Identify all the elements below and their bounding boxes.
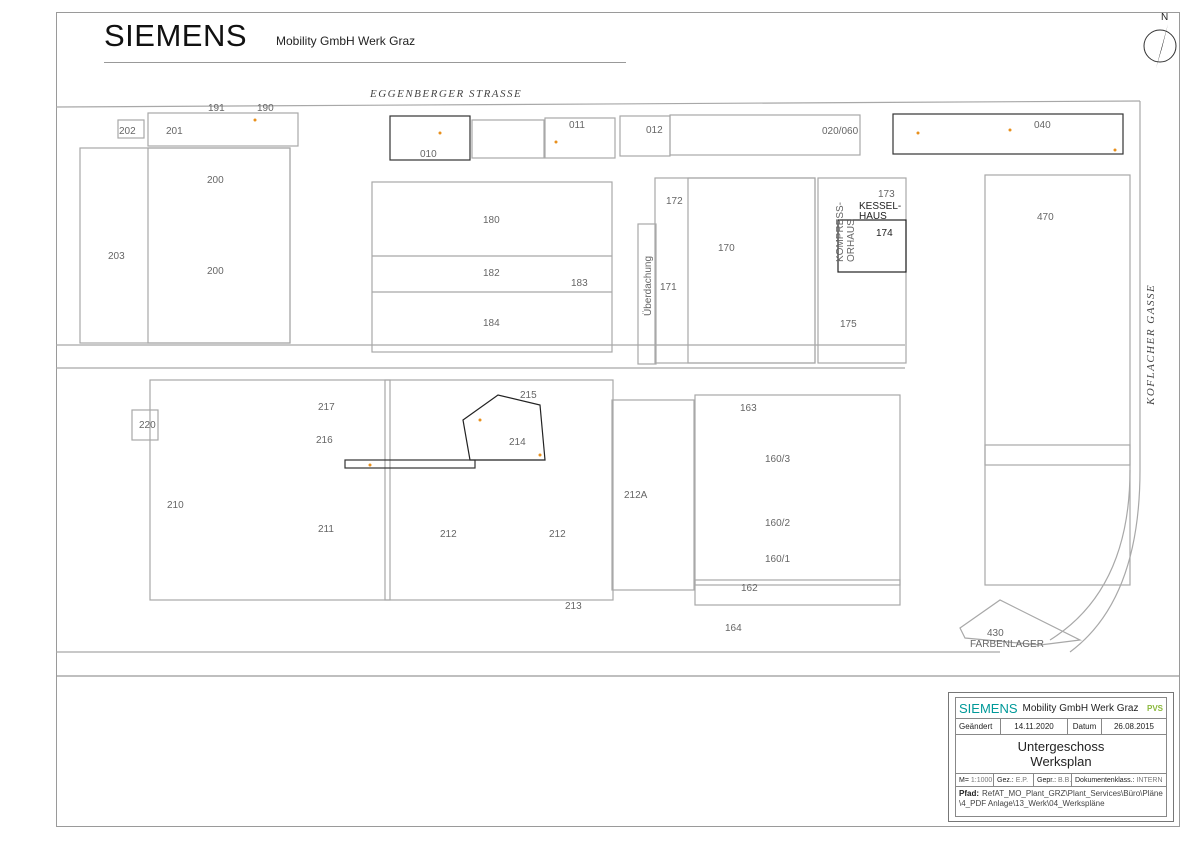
changed-label: Geändert [956, 719, 1001, 734]
building-label: 011 [569, 120, 585, 131]
building-label: 173 [878, 189, 895, 200]
building-label: 180 [483, 215, 500, 226]
title-block-meta: M= 1:1000 Gez.: E.P. Gepr.: B.B. Dokumen… [955, 773, 1167, 787]
building-label: 211 [318, 524, 334, 535]
building-labels: 202 201 191 190 010 011 012 020/060 040 … [108, 103, 1054, 650]
building-label: 200 [207, 266, 224, 277]
building-label: 182 [483, 268, 500, 279]
building-label: 212A [624, 490, 648, 501]
building-label: 213 [565, 601, 582, 612]
path-label: Pfad: [959, 789, 979, 798]
path-value: RefAT_MO_Plant_GRZ\Plant_Services\Büro\P… [959, 789, 1163, 808]
building-label: 216 [316, 435, 333, 446]
siemens-logo: SIEMENS [104, 18, 248, 53]
pvs-logo: PVS [1146, 703, 1163, 713]
title-block-title: Untergeschoss Werksplan [955, 734, 1167, 774]
checked-label: Gepr.: [1037, 776, 1057, 784]
building-label: 220 [139, 420, 156, 431]
drawing-frame [56, 12, 1180, 827]
building-label: 202 [119, 126, 136, 137]
title-block-path: Pfad:RefAT_MO_Plant_GRZ\Plant_Services\B… [955, 786, 1167, 817]
building-label: 191 [208, 103, 225, 114]
building-label: HAUS [859, 211, 887, 222]
building-label: 020/060 [822, 126, 859, 137]
north-label: N [1161, 12, 1168, 23]
street-koflacher: KOFLACHER GASSE [1145, 284, 1157, 406]
date-label: Datum [1068, 719, 1102, 734]
building-label: 163 [740, 403, 757, 414]
building-label: 217 [318, 402, 335, 413]
building-label: 214 [509, 437, 526, 448]
checked-value: B.B. [1058, 776, 1072, 784]
docclass-cell: Dokumentenklass.: INTERN [1072, 774, 1166, 786]
building-label: 160/1 [765, 554, 790, 565]
building-label: 172 [666, 196, 683, 207]
changed-value: 14.11.2020 [1001, 719, 1068, 734]
building-label: 184 [483, 318, 500, 329]
checked-cell: Gepr.: B.B. [1034, 774, 1072, 786]
title-block-company: Mobility GmbH Werk Graz [1022, 702, 1139, 714]
building-label: 470 [1037, 212, 1054, 223]
building-label: 212 [440, 529, 457, 540]
header-divider [104, 62, 626, 63]
building-label: KESSEL- [859, 201, 901, 212]
site-outlines [55, 100, 1180, 677]
drawn-cell: Gez.: E.P. [994, 774, 1034, 786]
building-label: KOMPRESS- [835, 202, 846, 262]
building-label: 430 [987, 628, 1004, 639]
date-value: 26.08.2015 [1113, 722, 1155, 731]
scale-cell: M= 1:1000 [956, 774, 994, 786]
title-block-header: SIEMENS Mobility GmbH Werk Graz PVS [955, 697, 1167, 719]
building-label: 160/3 [765, 454, 790, 465]
building-label: 212 [549, 529, 566, 540]
street-eggenberger: EGGENBERGER STRASSE [369, 88, 522, 100]
building-label: FARBENLAGER [970, 639, 1044, 650]
building-label: 203 [108, 251, 125, 262]
title-block: SIEMENS Mobility GmbH Werk Graz PVS Geän… [948, 692, 1174, 822]
building-label: 183 [571, 278, 588, 289]
title-block-dates: Geändert 14.11.2020 Datum 26.08.2015 [955, 718, 1167, 735]
building-label: 210 [167, 500, 184, 511]
north-arrow-icon: N [1143, 12, 1177, 68]
building-label: 215 [520, 390, 537, 401]
scale-label: M= [959, 776, 969, 784]
building-label: 200 [207, 175, 224, 186]
building-label: 012 [646, 125, 663, 136]
building-label: 162 [741, 583, 758, 594]
building-label: Überdachung [642, 256, 654, 316]
drawn-value: E.P. [1015, 776, 1029, 784]
building-label: 170 [718, 243, 735, 254]
building-label: 174 [876, 228, 893, 239]
scale-value: 1:1000 [970, 776, 993, 784]
annotation-markers [253, 118, 1117, 467]
drawing-title-line1: Untergeschoss [1017, 739, 1105, 754]
title-block-brand: SIEMENS [959, 700, 1018, 716]
building-label: 175 [840, 319, 857, 330]
building-label: 010 [420, 149, 437, 160]
docclass-label: Dokumentenklass.: [1075, 776, 1135, 784]
path-text: Pfad:RefAT_MO_Plant_GRZ\Plant_Services\B… [959, 789, 1163, 809]
docclass-value: INTERN [1136, 776, 1163, 784]
building-label: 040 [1034, 120, 1051, 131]
building-label: 160/2 [765, 518, 790, 529]
building-label: 164 [725, 623, 742, 634]
company-subtitle: Mobility GmbH Werk Graz [276, 34, 416, 48]
drawing-title-line2: Werksplan [1030, 754, 1092, 769]
building-label: 190 [257, 103, 274, 114]
drawn-label: Gez.: [997, 776, 1014, 784]
building-label: 171 [660, 282, 677, 293]
building-label: ORHAUS [846, 219, 857, 262]
building-label: 201 [166, 126, 183, 137]
